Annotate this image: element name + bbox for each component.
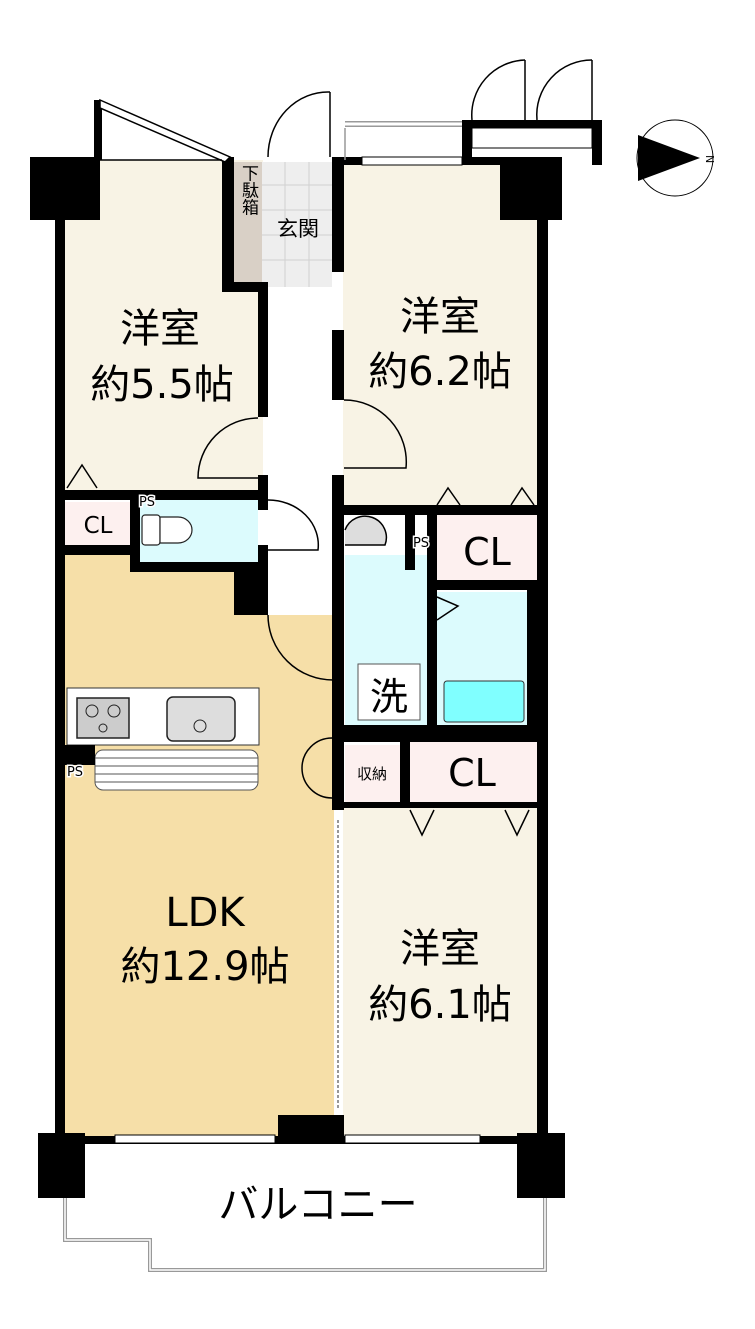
ps-toilet-label: PS	[139, 495, 155, 510]
kitchen-cabinet	[94, 749, 259, 791]
closet-right-top	[437, 510, 537, 580]
balcony-label: バルコニー	[218, 1182, 417, 1228]
ldk-floor	[65, 555, 334, 1136]
shoe-box-label: 下駄箱	[238, 165, 259, 216]
washroom-label: 洗	[370, 675, 408, 719]
shoe-box	[234, 162, 262, 287]
room-name-western-1: 洋室	[120, 306, 200, 352]
room-size-ldk: 約12.9帖	[120, 944, 289, 990]
western-room-3-floor	[343, 808, 538, 1136]
ps-wash-label: PS	[413, 536, 429, 551]
storage	[345, 745, 400, 802]
sink-icon	[166, 696, 236, 742]
walls	[30, 100, 602, 1198]
closet-right-top-label: CL	[463, 530, 511, 574]
room-size-western-3: 約6.1帖	[368, 982, 512, 1028]
toilet-icon	[141, 514, 193, 546]
room-size-western-1: 約5.5帖	[90, 362, 234, 408]
closet-left-label: CL	[84, 513, 113, 539]
entrance-tile-grid	[262, 162, 332, 287]
room-name-western-2: 洋室	[400, 294, 480, 340]
closet-left	[65, 502, 130, 545]
storage-label: 収納	[357, 765, 387, 783]
stove-icon	[76, 697, 130, 739]
room-name-ldk: LDK	[165, 890, 246, 936]
entrance-floor	[262, 162, 332, 287]
bathtub	[443, 680, 525, 723]
wash-box	[357, 663, 421, 721]
compass-icon: N	[636, 119, 716, 197]
closet-right-mid	[410, 742, 537, 802]
room-size-western-2: 約6.2帖	[368, 349, 512, 395]
door-swings	[66, 59, 593, 837]
room-name-western-3: 洋室	[400, 926, 480, 972]
closet-right-mid-label: CL	[448, 751, 496, 795]
ps-kitchen-label: PS	[67, 765, 83, 780]
entrance-label: 玄関	[277, 217, 319, 241]
windows	[114, 127, 593, 1144]
compass-north-label: N	[703, 155, 716, 163]
